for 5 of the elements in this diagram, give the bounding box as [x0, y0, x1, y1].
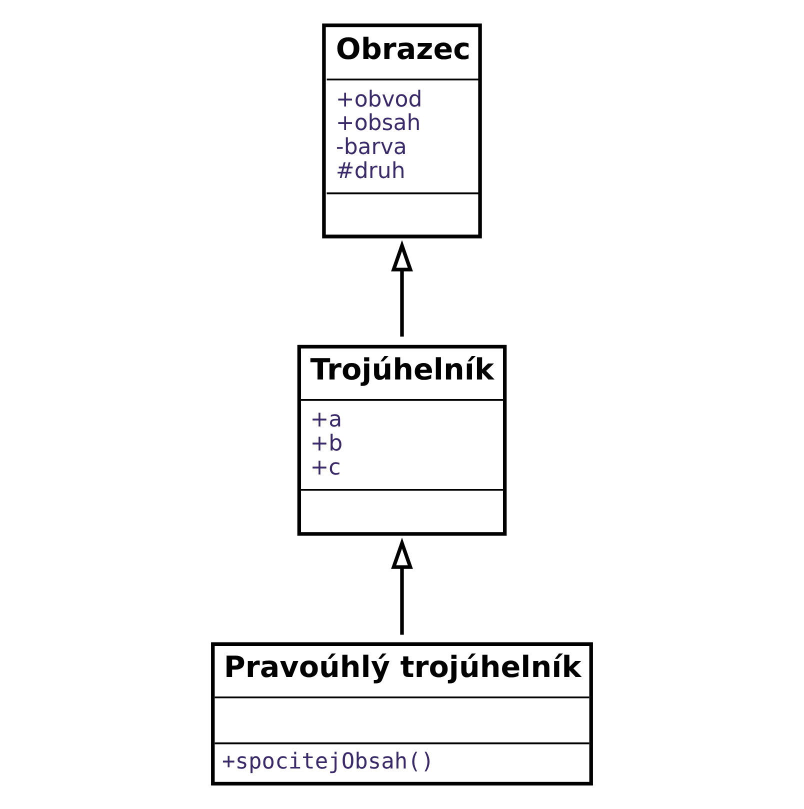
node-box: Trojúhelník +a +b +c: [297, 344, 507, 536]
arrow: [391, 240, 413, 337]
node-box: Obrazec +obvod +obsah -barva #druh: [322, 24, 482, 238]
node-box: Pravoúhlý trojúhelník +spocitejObsah(): [211, 642, 593, 786]
arrow: [391, 538, 413, 635]
